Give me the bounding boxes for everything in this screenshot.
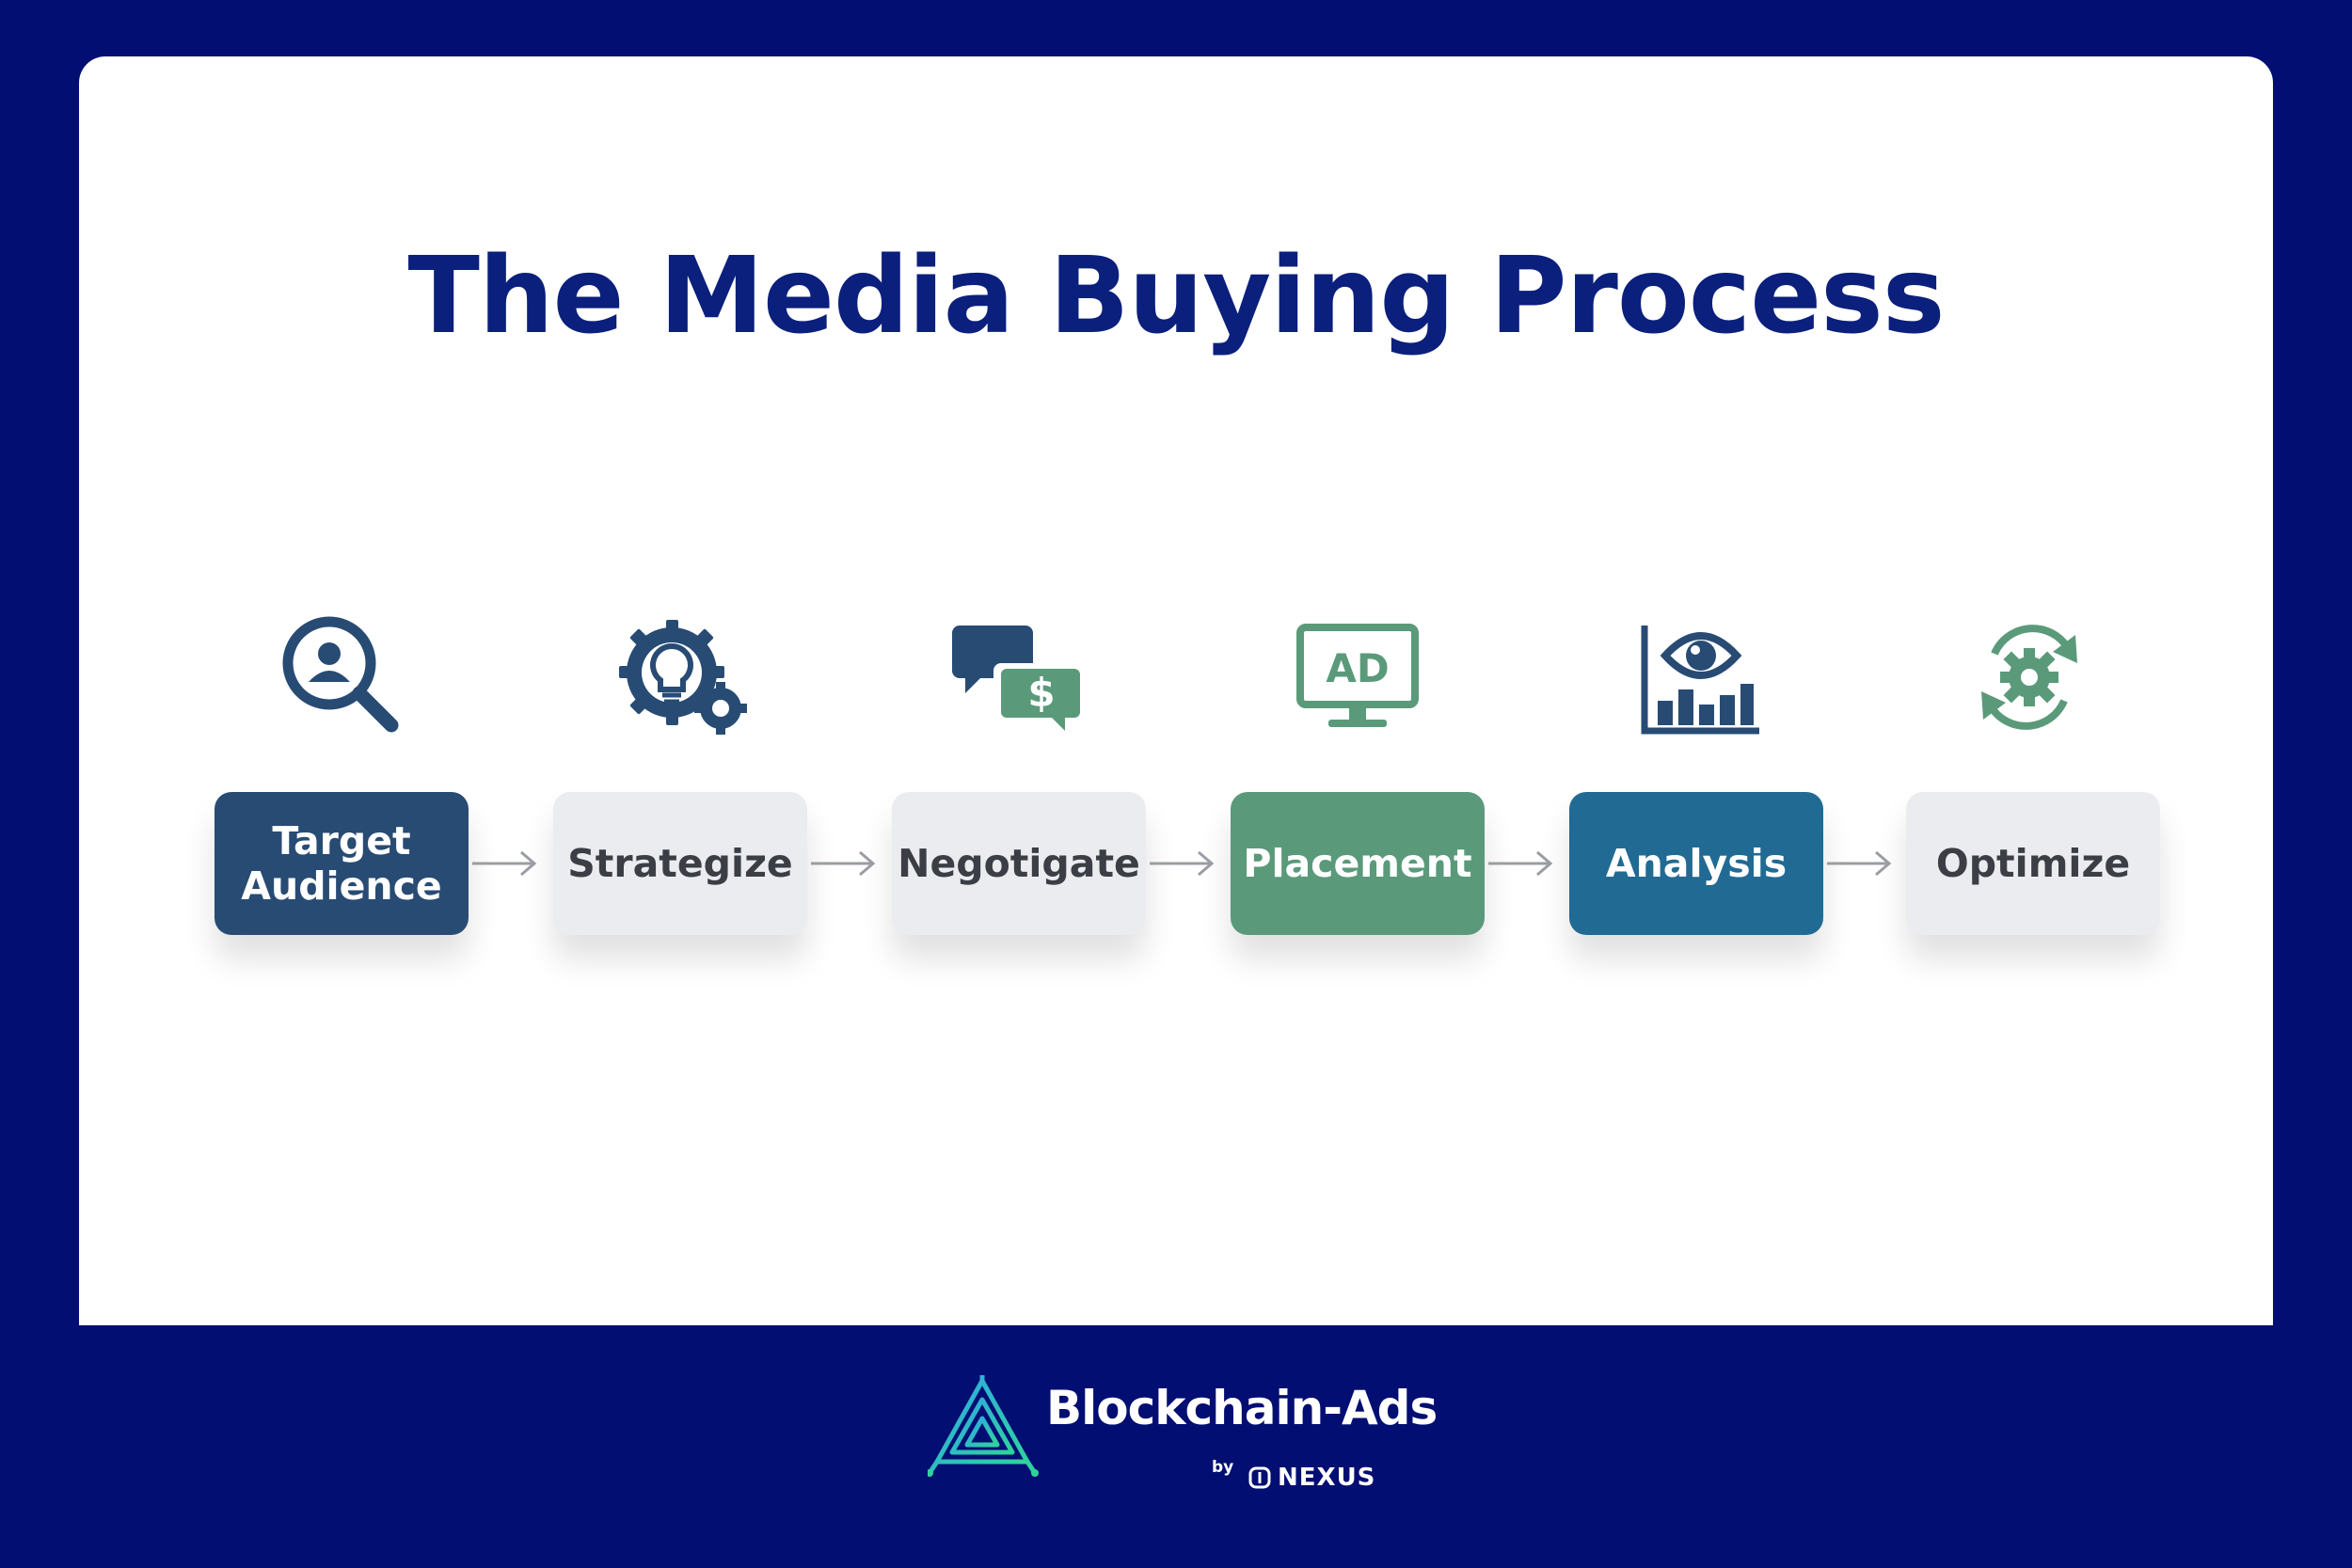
dollar-sign: $ (1027, 670, 1055, 716)
eye-chart-icon (1626, 607, 1767, 748)
partner-name: NEXUS (1278, 1464, 1376, 1492)
chat-dollar-icon: $ (948, 607, 1089, 748)
page-title: The Media Buying Process (407, 235, 1946, 357)
arrow-right-icon (1825, 847, 1895, 880)
step-placement: Placement (1231, 792, 1485, 935)
step-strategize: Strategize (553, 792, 807, 935)
step-label: Analysis (1605, 841, 1788, 886)
step-optimize: Optimize (1906, 792, 2160, 935)
step-label: Strategize (567, 841, 793, 886)
blockchain-ads-logo-icon (926, 1375, 1039, 1481)
step-label: Target Audience (241, 818, 442, 909)
arrow-right-icon (809, 847, 879, 880)
brand-name: Blockchain-Ads (1046, 1381, 1438, 1435)
lightbulb-gears-icon (610, 607, 751, 748)
arrow-right-icon (470, 847, 540, 880)
arrow-right-icon (1148, 847, 1217, 880)
content-card (79, 56, 2273, 1325)
ad-monitor-icon: AD (1287, 607, 1428, 748)
nexus-logo-icon (1248, 1465, 1272, 1490)
step-analysis: Analysis (1569, 792, 1823, 935)
step-label: Optimize (1935, 841, 2131, 886)
refresh-gear-icon (1959, 607, 2100, 748)
person-search-icon (273, 607, 414, 748)
arrow-right-icon (1486, 847, 1556, 880)
step-negotigate: Negotigate (892, 792, 1146, 935)
step-label: Negotigate (898, 841, 1140, 886)
step-target-audience: Target Audience (215, 792, 469, 935)
step-label: Placement (1243, 841, 1472, 886)
brand-logo: Blockchain-Ads by NEXUS (926, 1375, 1438, 1497)
ad-text: AD (1326, 645, 1389, 691)
brand-by: by (1212, 1458, 1234, 1477)
